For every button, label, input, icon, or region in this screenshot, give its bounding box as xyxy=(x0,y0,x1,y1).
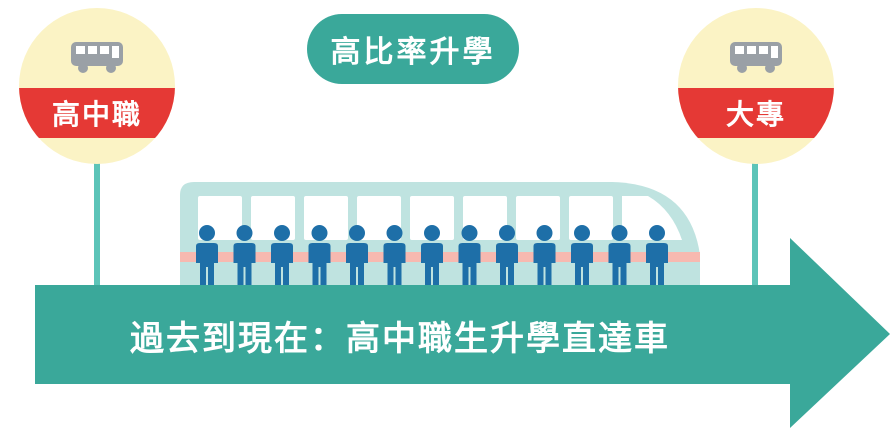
person-icon xyxy=(421,225,443,285)
person-icon xyxy=(646,225,668,285)
badge-high-rate: 高比率升學 xyxy=(307,14,519,84)
person-icon xyxy=(608,225,631,285)
bus-icon xyxy=(730,42,782,73)
person-icon xyxy=(196,225,218,285)
stop-label-left: 高中職 xyxy=(19,88,175,138)
stop-sign-high-school: 高中職 xyxy=(19,8,175,164)
person-icon xyxy=(308,225,331,285)
person-icon xyxy=(383,225,406,285)
stop-pole-right xyxy=(752,150,758,290)
person-icon xyxy=(571,225,593,285)
bus-icon xyxy=(71,42,123,73)
stop-sign-college: 大專 xyxy=(678,8,834,164)
person-icon xyxy=(458,225,481,285)
person-icon xyxy=(233,225,256,285)
stop-label-right: 大專 xyxy=(678,88,834,138)
person-icon xyxy=(346,225,368,285)
person-icon xyxy=(271,225,293,285)
person-icon xyxy=(496,225,518,285)
arrow-caption: 過去到現在：高中職生升學直達車 xyxy=(130,318,670,359)
person-icon xyxy=(533,225,556,285)
stop-pole-left xyxy=(94,150,100,290)
